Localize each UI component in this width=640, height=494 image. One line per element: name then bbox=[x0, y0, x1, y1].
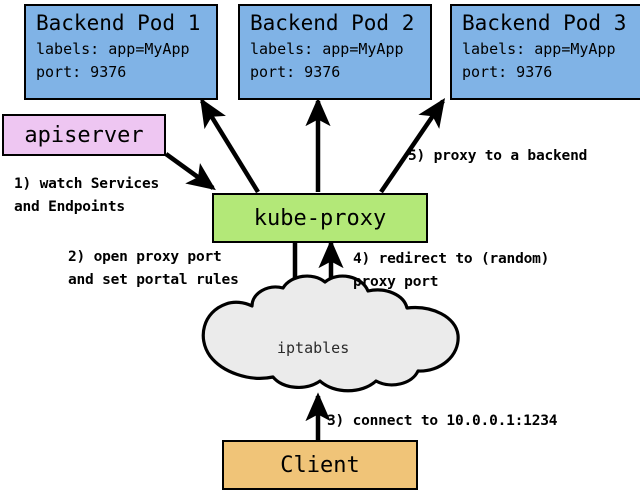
backend-pod-3-box[interactable]: Backend Pod 3 labels: app=MyApp port: 93… bbox=[450, 4, 640, 100]
step-2-line-1: 2) open proxy port bbox=[68, 249, 222, 265]
arrow-kubeproxy-to-pod-3 bbox=[379, 98, 446, 194]
arrow-kubeproxy-to-pod-1 bbox=[200, 97, 260, 194]
client-label: Client bbox=[280, 452, 360, 478]
backend-pod-3-labels: labels: app=MyApp bbox=[462, 40, 616, 58]
backend-pod-2-box[interactable]: Backend Pod 2 labels: app=MyApp port: 93… bbox=[238, 4, 432, 100]
iptables-label: iptables bbox=[277, 339, 350, 357]
client-box[interactable]: Client bbox=[222, 440, 418, 490]
backend-pod-3-title: Backend Pod 3 bbox=[462, 11, 627, 35]
backend-pod-2-labels: labels: app=MyApp bbox=[250, 40, 404, 58]
kube-proxy-box[interactable]: kube-proxy bbox=[212, 193, 428, 243]
step-3-line-1: 3) connect to 10.0.0.1:1234 bbox=[327, 413, 558, 429]
backend-pod-3-port: port: 9376 bbox=[462, 63, 553, 81]
kube-proxy-label: kube-proxy bbox=[253, 205, 387, 231]
apiserver-box[interactable]: apiserver bbox=[2, 114, 166, 156]
backend-pod-1-labels: labels: app=MyApp bbox=[36, 40, 190, 58]
backend-pod-1-box[interactable]: Backend Pod 1 labels: app=MyApp port: 93… bbox=[24, 4, 218, 100]
backend-pod-2-title: Backend Pod 2 bbox=[250, 11, 415, 35]
step-1-line-2: and Endpoints bbox=[14, 199, 125, 215]
step-1-line-1: 1) watch Services bbox=[14, 176, 160, 192]
apiserver-label: apiserver bbox=[24, 122, 144, 148]
backend-pod-2-port: port: 9376 bbox=[250, 63, 341, 81]
step-4-line-1: 4) redirect to (random) bbox=[353, 251, 550, 267]
step-2-line-2: and set portal rules bbox=[68, 272, 239, 288]
step-5-line-1: 5) proxy to a backend bbox=[408, 148, 588, 164]
step-4-line-2: proxy port bbox=[353, 274, 439, 290]
backend-pod-1-title: Backend Pod 1 bbox=[36, 11, 201, 35]
backend-pod-1-port: port: 9376 bbox=[36, 63, 127, 81]
arrow-apiserver-to-kubeproxy bbox=[164, 152, 216, 191]
iptables-cloud bbox=[201, 274, 460, 393]
